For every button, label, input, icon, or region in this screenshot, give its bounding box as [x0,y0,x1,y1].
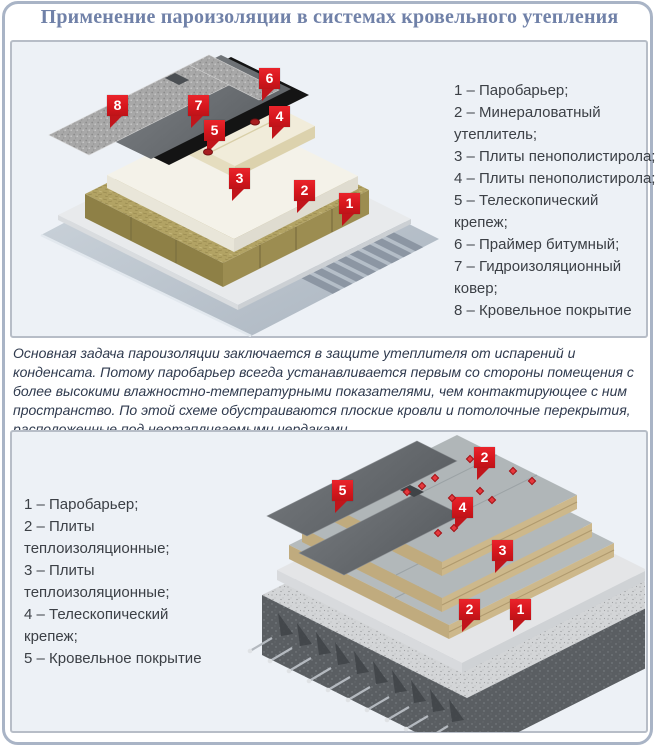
legend-item: 5 – Кровельное покрытие [24,650,202,667]
fastener-dot [203,148,213,156]
page-title: Применение пароизоляции в системах крове… [40,6,619,28]
marker-flag-2: 2 [474,447,495,480]
marker-flag-5: 5 [204,120,225,153]
legend-item: 6 – Праймер битумный; [454,236,620,253]
legend-item: 2 – Минераловатный утеплитель; [454,104,601,143]
marker-flag-8: 8 [107,95,128,128]
marker-flag-6: 6 [259,68,280,101]
roof-covering-layer-2 [266,440,463,576]
legend-item: 1 – Паробарьер; [24,496,139,513]
legend-item: 3 – Плиты теплоизоляционные; [24,562,170,601]
rebar-pins [249,637,449,732]
legend-item: 3 – Плиты пенополистирола; [454,148,656,165]
legend-item: 5 – Телескопический крепеж; [454,192,599,231]
fastener-dot [417,481,427,491]
marker-flag-4: 4 [452,497,473,530]
marker-flag-7: 7 [188,95,209,128]
marker-flag-5: 5 [332,480,353,513]
marker-flag-1: 1 [339,193,360,226]
marker-flag-3: 3 [492,540,513,573]
marker-flag-3: 3 [229,168,250,201]
marker-flag-1: 1 [510,599,531,632]
legend-2: 1 – Паробарьер; 2 – Плиты теплоизоляционн… [24,494,214,670]
legend-item: 4 – Плиты пенополистирола; [454,170,656,187]
fastener-dot [508,466,518,476]
legend-item: 1 – Паробарьер; [454,82,569,99]
legend-item: 7 – Гидроизоляционный ковер; [454,258,622,297]
fastener-dot [475,486,485,496]
fastener-dot [250,118,260,126]
fastener-dot [402,487,412,497]
fastener-dot [430,473,440,483]
roof-layers-illustration-2 [247,435,645,732]
legend-item: 4 – Телескопический крепеж; [24,606,169,645]
roof-diagram-panel-2: 1 – Паробарьер; 2 – Плиты теплоизоляционн… [10,430,648,733]
fastener-dot [527,476,537,486]
legend-1: 1 – Паробарьер; 2 – Минераловатный утепли… [454,80,656,322]
marker-flag-2: 2 [294,180,315,213]
legend-item: 2 – Плиты теплоизоляционные; [24,518,170,557]
fastener-dot [487,495,497,505]
fastener-dot [465,454,475,464]
roof-covering-layer [48,54,280,156]
fastener-dot [433,528,443,538]
legend-item: 8 – Кровельное покрытие [454,302,632,319]
marker-flag-4: 4 [269,106,290,139]
marker-flag-2: 2 [459,599,480,632]
description-paragraph: Основная задача пароизоляции заключается… [13,345,634,437]
